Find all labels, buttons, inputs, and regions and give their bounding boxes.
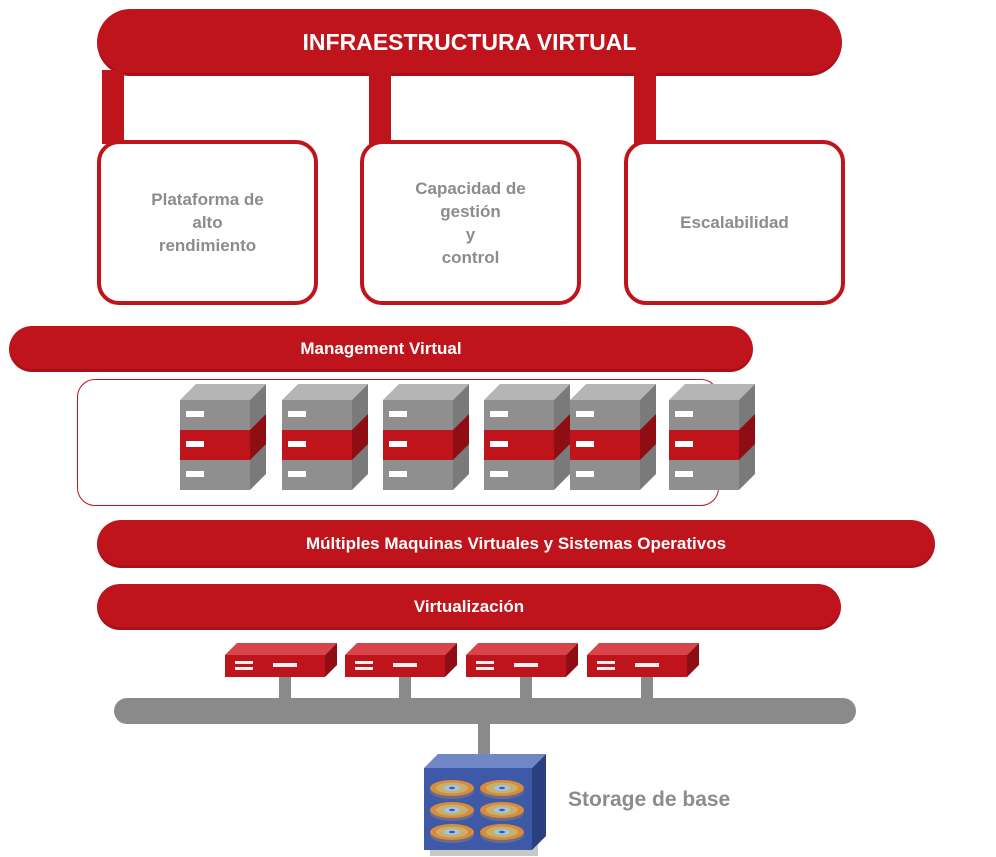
network-bus <box>114 698 856 724</box>
layer-multiple-vms: Múltiples Maquinas Virtuales y Sistemas … <box>97 520 935 568</box>
disk-platter <box>430 780 474 799</box>
disk-platter <box>480 802 524 821</box>
network-switch <box>466 643 578 677</box>
feature-box-gestion: Capacidad de gestión y control <box>360 140 581 305</box>
layer-label: Múltiples Maquinas Virtuales y Sistemas … <box>305 534 727 553</box>
server-rack <box>282 384 368 490</box>
drive-slot <box>490 471 508 477</box>
feature-label: Plataforma de alto rendimiento <box>151 190 264 255</box>
drive-slot <box>675 471 693 477</box>
drive-slot <box>288 471 306 477</box>
drive-slot <box>576 441 594 447</box>
drive-slot <box>490 441 508 447</box>
layer-virtualizacion: Virtualización <box>97 584 841 630</box>
drive-slot <box>490 411 508 417</box>
disk-platter <box>480 780 524 799</box>
network-switch <box>345 643 457 677</box>
network-switch <box>225 643 337 677</box>
layer-label: Virtualización <box>413 597 525 616</box>
server-rack <box>180 384 266 490</box>
feature-box-plataforma: Plataforma de alto rendimiento <box>97 140 318 305</box>
feature-box-escalabilidad: Escalabilidad <box>624 140 845 305</box>
connector-left <box>102 70 124 144</box>
drive-slot <box>186 441 204 447</box>
connector-right <box>634 70 656 144</box>
feature-label: Capacidad de gestión y control <box>415 178 526 267</box>
layer-management-virtual: Management Virtual <box>9 326 753 372</box>
storage-array <box>424 754 546 856</box>
drive-slot <box>288 441 306 447</box>
drive-slot <box>389 471 407 477</box>
connector-middle <box>369 70 391 144</box>
disk-platter <box>430 802 474 821</box>
server-rack <box>669 384 755 490</box>
drive-slot <box>288 411 306 417</box>
layer-label: Management Virtual <box>300 339 462 358</box>
storage-label: Storage de base <box>568 788 731 811</box>
drive-slot <box>675 411 693 417</box>
drive-slot <box>576 411 594 417</box>
infraestructura-banner: INFRAESTRUCTURA VIRTUAL <box>97 9 842 76</box>
drive-slot <box>186 471 204 477</box>
server-rack <box>383 384 469 490</box>
drive-slot <box>576 471 594 477</box>
banner-title: INFRAESTRUCTURA VIRTUAL <box>302 29 637 55</box>
drive-slot <box>389 411 407 417</box>
drive-slot <box>186 411 204 417</box>
disk-platter <box>480 824 524 843</box>
disk-platter <box>430 824 474 843</box>
server-rack <box>484 384 570 490</box>
drive-slot <box>389 441 407 447</box>
feature-label: Escalabilidad <box>680 213 789 232</box>
drive-slot <box>675 441 693 447</box>
server-rack <box>570 384 656 490</box>
network-switch <box>587 643 699 677</box>
